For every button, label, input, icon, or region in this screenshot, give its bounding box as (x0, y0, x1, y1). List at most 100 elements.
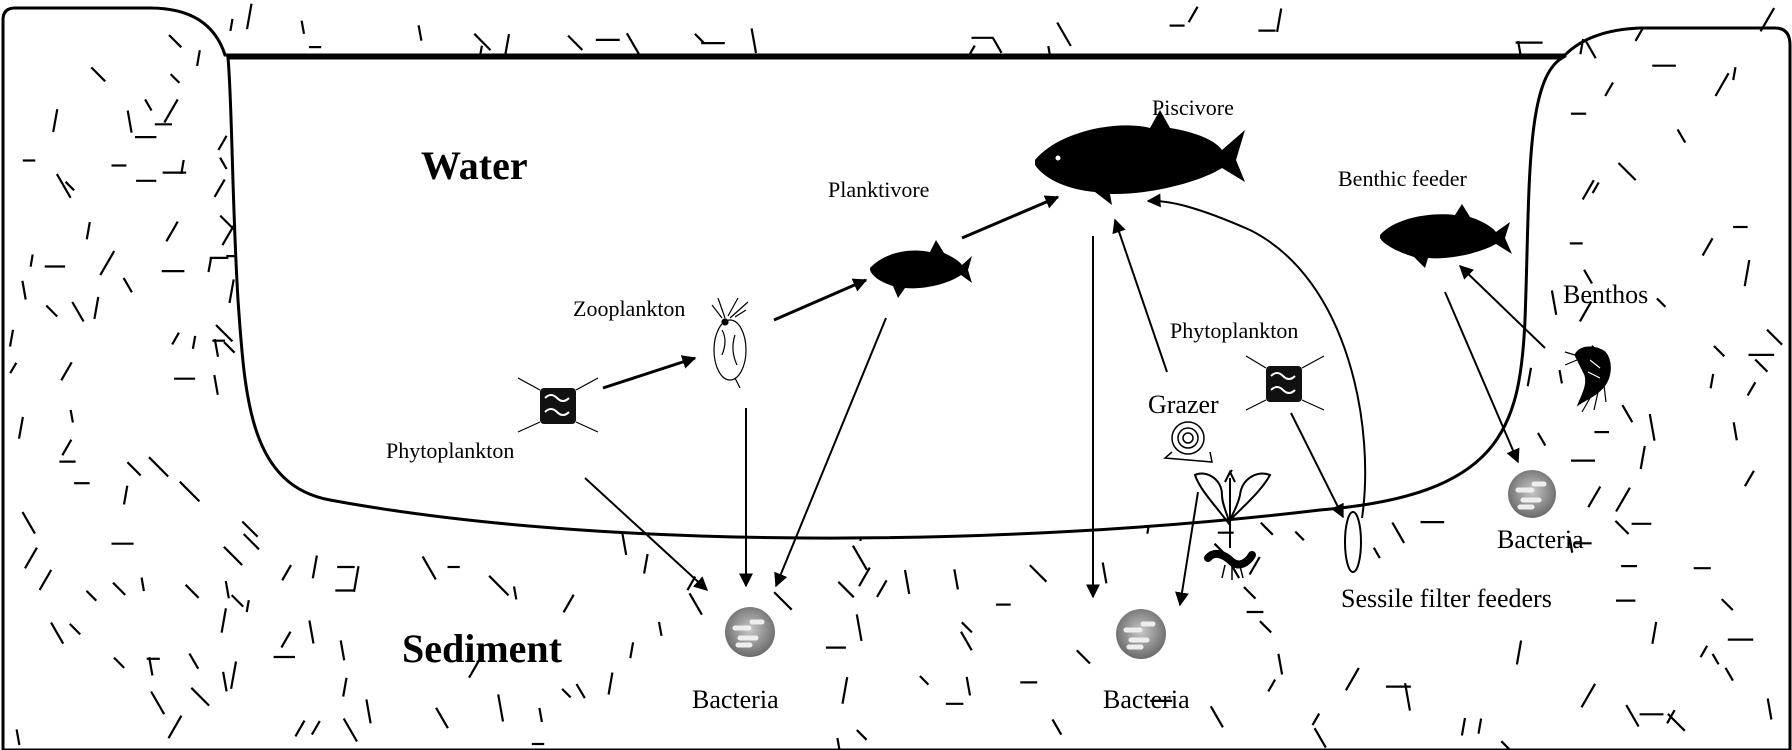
sediment-dash (1703, 238, 1713, 255)
sediment-dash (1701, 646, 1708, 657)
sediment-dash (1295, 532, 1304, 541)
bacteria-colony-icon (725, 607, 775, 657)
sediment-dash (128, 111, 132, 133)
sediment-dash (644, 554, 648, 574)
sediment-zone-label: Sediment (402, 626, 563, 671)
sediment-dash (752, 28, 756, 53)
sediment-dash (1605, 83, 1613, 97)
sediment-dash (1315, 728, 1326, 747)
sediment-dash (498, 694, 503, 721)
sediment-dash (22, 281, 25, 300)
sediment-dash (1755, 360, 1767, 372)
bacteria-colony-icon (1508, 470, 1556, 518)
sediment-dash (1767, 330, 1782, 345)
sediment-dash (222, 608, 226, 632)
sediment-dash (419, 25, 422, 40)
sediment-dash (87, 222, 90, 239)
sediment-dash (954, 569, 958, 589)
sediment-dash (1734, 422, 1737, 440)
sediment-dash (1650, 414, 1655, 441)
sediment-dash (1745, 260, 1750, 286)
sediment-dash (124, 486, 127, 505)
zooplankton-label: Zooplankton (573, 296, 685, 321)
sediment-dash (172, 333, 179, 345)
sediment-dash (17, 729, 20, 745)
sediment-dash (630, 642, 633, 658)
sediment-dash (169, 35, 181, 47)
sediment-dash (226, 581, 229, 598)
sediment-dash (1733, 67, 1735, 80)
sediment-dash (230, 19, 232, 31)
sediment-dash (489, 576, 508, 596)
sediment-dash (1077, 650, 1090, 663)
sediment-dash (436, 708, 448, 728)
sediment-dash (191, 688, 209, 706)
larva-icon (1208, 554, 1252, 580)
sediment-dash (218, 136, 226, 150)
sediment-dash (223, 672, 227, 692)
sediment-dash (1615, 521, 1628, 534)
bacteria-middle-label: Bacteria (1103, 685, 1190, 714)
water-basin (228, 58, 1562, 538)
sediment-dash (186, 585, 199, 598)
sediment-dash (1479, 719, 1482, 734)
sediment-dash (224, 342, 235, 353)
sediment-dash (1560, 370, 1562, 383)
sediment-dash (295, 721, 304, 737)
sediment-dash (1768, 698, 1772, 719)
piscivore-label: Piscivore (1152, 95, 1234, 120)
sediment-dash (1313, 714, 1320, 726)
sediment-dash (216, 325, 232, 341)
sediment-dash (46, 306, 57, 317)
sediment-dash (214, 375, 218, 395)
sediment-dash (562, 689, 571, 698)
sediment-dash (1538, 433, 1545, 446)
benthic-feeder-label: Benthic feeder (1338, 166, 1468, 191)
sediment-dash (31, 255, 33, 267)
sediment-dash (189, 654, 198, 669)
phytoplankton-left-label: Phytoplankton (386, 438, 514, 463)
sediment-dash (1745, 471, 1754, 486)
sediment-dash (94, 297, 98, 319)
sediment-dash (577, 684, 585, 698)
benthos-label: Benthos (1563, 280, 1648, 309)
sediment-dash (1261, 523, 1273, 535)
sediment-dash (1260, 621, 1271, 632)
sediment-dash (1711, 374, 1714, 388)
sediment-dash (127, 462, 140, 475)
sediment-dash (1346, 668, 1359, 690)
sediment-dash (231, 662, 236, 689)
sediment-dash (230, 279, 234, 303)
sediment-dash (993, 38, 1002, 53)
grazer-label: Grazer (1148, 390, 1219, 419)
sediment-dash (354, 566, 359, 592)
sediment-dash (690, 593, 702, 614)
sediment-dash (1722, 599, 1733, 610)
sediment-dash (114, 658, 124, 668)
sediment-dash (1057, 23, 1071, 47)
sediment-dash (1641, 446, 1645, 469)
sediment-dash (281, 632, 290, 648)
sediment-dash (51, 623, 63, 644)
sediment-dash (859, 568, 870, 587)
sediment-dash (215, 180, 225, 197)
sediment-dash (180, 482, 200, 502)
sediment-dash (506, 34, 510, 54)
sediment-dash (962, 622, 972, 632)
sediment-dash (1714, 346, 1724, 356)
sediment-dash (1652, 622, 1656, 644)
sediment-dash (1748, 382, 1756, 395)
sediment-dash (1211, 706, 1223, 727)
sediment-dash (312, 721, 320, 735)
sediment-dash (113, 583, 125, 595)
sediment-dash (25, 548, 37, 569)
sediment-dash (40, 570, 52, 590)
sediment-dash (967, 677, 970, 696)
sediment-dash (1268, 680, 1275, 692)
sediment-dash (514, 586, 516, 599)
sediment-dash (1586, 42, 1596, 59)
amphipod-icon (1565, 347, 1610, 412)
sediment-dash (10, 363, 16, 373)
sediment-dash (1716, 73, 1729, 96)
